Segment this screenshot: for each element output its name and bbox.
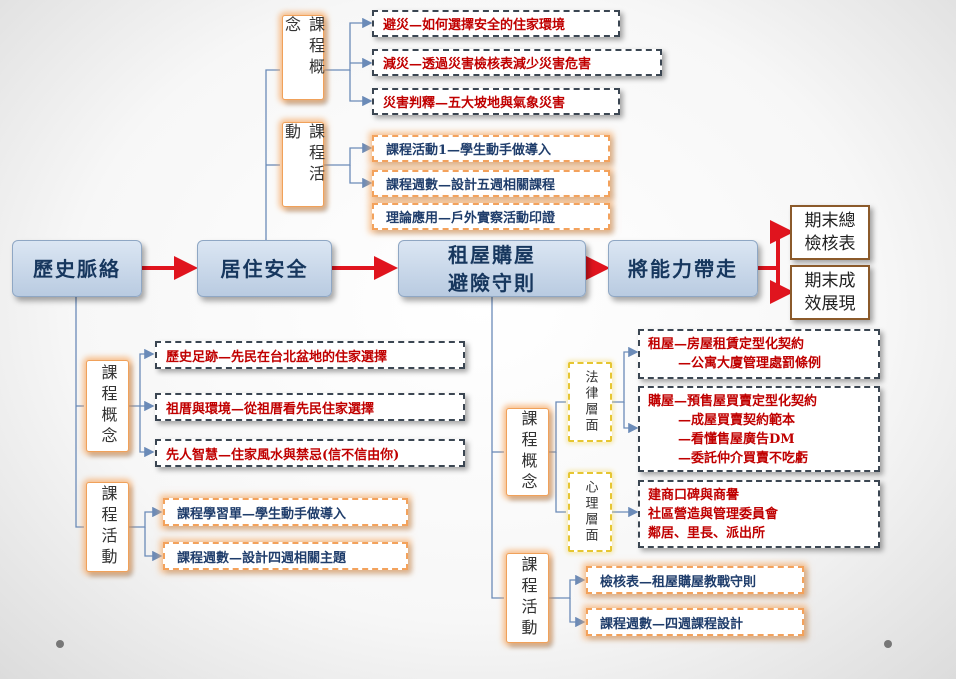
rent-buy-rules-box: 租屋購屋 避險守則	[398, 240, 586, 297]
living-safety-label: 居住安全	[220, 256, 309, 281]
history-concept-item: 祖厝與環境—從祖厝看先民住家選擇	[155, 393, 465, 421]
history-concept-text: 祖厝與環境—從祖厝看先民住家選擇	[166, 401, 375, 417]
legal-line: 租屋—房屋租賃定型化契約	[648, 337, 805, 352]
living-concept-text: 災害判釋—五大坡地與氣象災害	[383, 96, 566, 111]
living-concept-item: 災害判釋—五大坡地與氣象災害	[372, 88, 620, 115]
history-activity-label: 課程活動	[98, 485, 118, 569]
rent-activity-box: 課程活動	[506, 553, 549, 643]
final-outcome-box: 期末成 效展現	[790, 265, 870, 320]
legal-aspect-box: 法律層面	[568, 362, 612, 442]
rent-activity-item: 檢核表—租屋購屋教戰守則	[586, 566, 804, 594]
history-concept-item: 歷史足跡—先民在台北盆地的住家選擇	[155, 341, 465, 369]
psych-item: 建商口碑與商譽 社區營造與管理委員會 鄰居、里長、派出所	[638, 480, 880, 548]
history-activity-item: 課程學習單—學生動手做導入	[163, 498, 408, 526]
legal-line: —看懂售屋廣告DM	[678, 432, 795, 447]
rent-concept-label: 課程概念	[518, 410, 538, 494]
living-concept-item: 減災—透過災害檢核表減少災害危害	[372, 49, 662, 76]
rent-concept-box: 課程概念	[506, 408, 549, 496]
living-concept-item: 避災—如何選擇安全的住家環境	[372, 10, 620, 37]
corner-dot	[884, 640, 892, 648]
legal-line: —公寓大廈管理處罰條例	[678, 356, 822, 371]
living-concept-label: 課程概念	[282, 16, 325, 79]
rent-activity-label: 課程活動	[518, 556, 538, 640]
rent-buy-rules-label: 租屋購屋 避險守則	[448, 242, 536, 295]
legal-aspect-label: 法律層面	[582, 370, 598, 434]
legal-line: 購屋—預售屋買賣定型化契約	[648, 394, 818, 409]
history-concept-label: 課程概念	[98, 364, 118, 448]
living-activity-item: 課程活動1—學生動手做導入	[372, 135, 610, 162]
living-activity-item: 理論應用—戶外實察活動印證	[372, 203, 610, 230]
living-activity-item: 課程週數—設計五週相關課程	[372, 170, 610, 197]
corner-dot	[56, 640, 64, 648]
living-activity-text: 課程活動1—學生動手做導入	[386, 143, 552, 158]
living-safety-box: 居住安全	[197, 240, 332, 297]
history-concept-box: 課程概念	[86, 360, 129, 452]
living-activity-text: 課程週數—設計五週相關課程	[386, 178, 556, 193]
history-concept-text: 先人智慧—住家風水與禁忌(信不信由你)	[166, 447, 400, 463]
living-concept-text: 減災—透過災害檢核表減少災害危害	[383, 57, 592, 72]
take-ability-away-label: 將能力帶走	[628, 256, 738, 281]
rent-legal-item: 租屋—房屋租賃定型化契約 —公寓大廈管理處罰條例	[638, 329, 880, 379]
psych-aspect-box: 心理層面	[568, 472, 612, 552]
history-concept-item: 先人智慧—住家風水與禁忌(信不信由你)	[155, 439, 465, 467]
living-concept-text: 避災—如何選擇安全的住家環境	[383, 18, 566, 33]
living-concept-box: 課程概念	[282, 15, 325, 100]
buy-legal-item: 購屋—預售屋買賣定型化契約 —成屋買賣契約範本 —看懂售屋廣告DM —委託仲介買…	[638, 386, 880, 472]
history-context-label: 歷史脈絡	[33, 256, 121, 281]
psych-aspect-label: 心理層面	[582, 480, 598, 544]
rent-activity-text: 課程週數—四週課程設計	[600, 616, 744, 632]
legal-line: —成屋買賣契約範本	[678, 413, 796, 428]
final-checklist-box: 期末總 檢核表	[790, 205, 870, 260]
history-activity-box: 課程活動	[86, 482, 129, 572]
final-checklist-label: 期末總 檢核表	[804, 210, 856, 254]
history-activity-text: 課程學習單—學生動手做導入	[177, 506, 347, 522]
take-ability-away-box: 將能力帶走	[608, 240, 758, 297]
living-activity-text: 理論應用—戶外實察活動印證	[386, 211, 556, 226]
final-outcome-label: 期末成 效展現	[804, 270, 856, 314]
rent-activity-item: 課程週數—四週課程設計	[586, 608, 804, 636]
living-activity-box: 課程活動	[282, 122, 325, 207]
rent-activity-text: 檢核表—租屋購屋教戰守則	[600, 574, 757, 590]
psych-line: 建商口碑與商譽	[648, 488, 740, 503]
history-activity-text: 課程週數—設計四週相關主題	[177, 550, 347, 566]
living-activity-label: 課程活動	[282, 123, 325, 186]
legal-line: —委託仲介買賣不吃虧	[678, 451, 809, 466]
psych-line: 鄰居、里長、派出所	[648, 526, 766, 541]
history-concept-text: 歷史足跡—先民在台北盆地的住家選擇	[166, 349, 388, 365]
psych-line: 社區營造與管理委員會	[648, 507, 779, 522]
history-activity-item: 課程週數—設計四週相關主題	[163, 542, 408, 570]
history-context-box: 歷史脈絡	[12, 240, 142, 297]
